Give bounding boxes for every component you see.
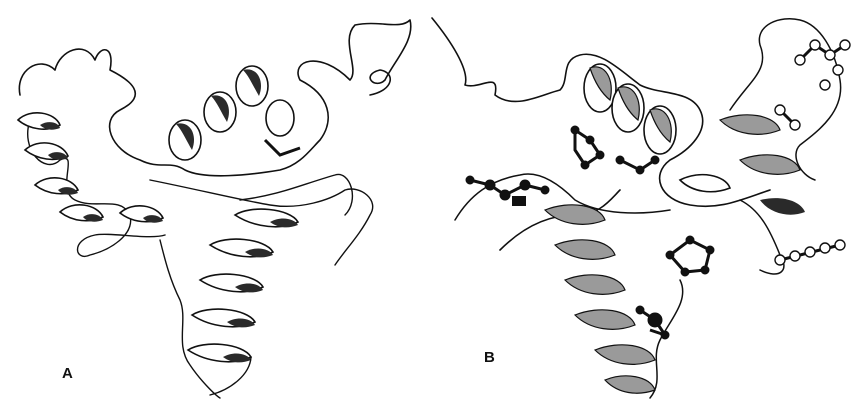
panel-label-a: A bbox=[62, 365, 73, 382]
panel-b-sidechains bbox=[466, 40, 850, 339]
panel-a-structure bbox=[18, 20, 411, 398]
panel-label-b: B bbox=[484, 349, 495, 366]
panel-b-helix-long bbox=[545, 205, 655, 393]
panel-a-helix-left bbox=[18, 113, 163, 223]
panel-a-helix-bottom bbox=[188, 209, 298, 395]
panel-b-loop-top-right bbox=[730, 19, 841, 180]
panel-b-structure bbox=[432, 18, 850, 398]
panel-a-helix-top bbox=[169, 66, 300, 160]
